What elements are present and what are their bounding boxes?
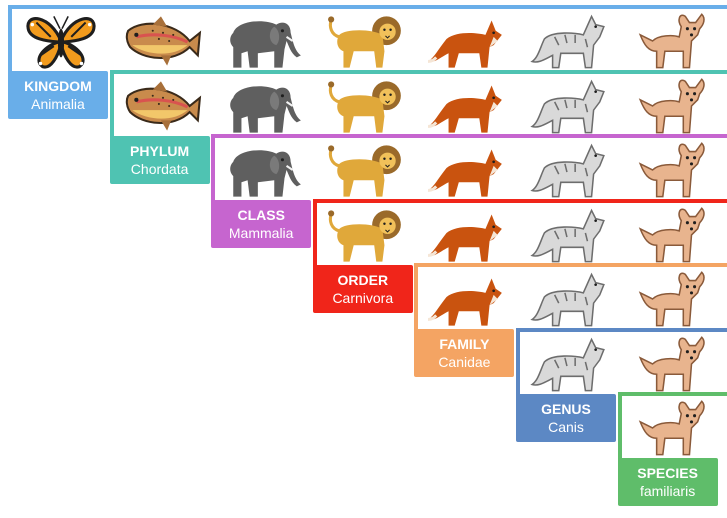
dog-icon (630, 396, 712, 460)
dog-icon (630, 332, 712, 396)
dog-icon (630, 203, 712, 267)
tier-species: SPECIES familiaris (617, 392, 727, 510)
rank-name: FAMILY (439, 336, 490, 352)
tier-label: SPECIES familiaris (617, 458, 718, 506)
fox-icon (426, 138, 508, 202)
tier-side (516, 327, 520, 398)
lion-icon (325, 203, 407, 267)
fox-icon (426, 203, 508, 267)
tier-band (414, 263, 727, 267)
tier-band (109, 69, 727, 74)
dog-icon (630, 267, 712, 331)
taxon-name: Canis (548, 418, 584, 435)
rank-name: SPECIES (637, 465, 698, 481)
tier-side (109, 69, 114, 140)
tier-side (312, 198, 317, 269)
wolf-icon (528, 332, 610, 396)
rank-name: CLASS (237, 207, 285, 223)
wolf-icon (528, 267, 610, 331)
tier-side (617, 392, 622, 462)
tier-band (617, 392, 727, 396)
wolf-icon (528, 74, 610, 138)
fish-icon (122, 9, 204, 73)
rank-name: PHYLUM (130, 142, 190, 159)
tier-label: KINGDOM Animalia (8, 71, 108, 119)
taxon-name: Mammalia (228, 225, 294, 241)
fox-icon (426, 74, 508, 138)
elephant-icon (223, 138, 305, 202)
tier-band (211, 134, 727, 138)
tier-band (312, 198, 727, 203)
tier-family: FAMILY Canidae (414, 263, 727, 381)
taxon-name: Animalia (31, 96, 85, 112)
taxon-name: Chordata (130, 160, 189, 177)
lion-icon (325, 138, 407, 202)
tier-kingdom: KINGDOM Animalia (8, 5, 727, 123)
elephant-icon (223, 9, 305, 73)
rank-name: ORDER (337, 271, 389, 288)
dog-icon (630, 74, 712, 138)
wolf-icon (528, 138, 610, 202)
fox-icon (426, 267, 508, 331)
fish-icon (122, 74, 204, 138)
tier-label: FAMILY Canidae (414, 329, 515, 377)
taxon-name: Carnivora (332, 289, 394, 306)
lion-icon (325, 74, 407, 138)
wolf-icon (528, 9, 610, 73)
fox-icon (426, 9, 508, 73)
tier-side (414, 263, 419, 333)
tier-band (516, 327, 727, 332)
rank-name: KINGDOM (24, 78, 92, 94)
taxon-name: Canidae (438, 354, 491, 370)
tier-band (8, 5, 727, 9)
wolf-icon (528, 203, 610, 267)
rank-name: GENUS (541, 400, 591, 417)
taxon-name: familiaris (639, 483, 696, 499)
tier-side (8, 5, 12, 75)
dog-icon (630, 9, 712, 73)
tier-label: CLASS Mammalia (211, 200, 312, 248)
lion-icon (325, 9, 407, 73)
tier-side (211, 134, 216, 204)
dog-icon (630, 138, 712, 202)
elephant-icon (223, 74, 305, 138)
butterfly-icon (20, 9, 102, 73)
tier-class: CLASS Mammalia (211, 134, 727, 252)
